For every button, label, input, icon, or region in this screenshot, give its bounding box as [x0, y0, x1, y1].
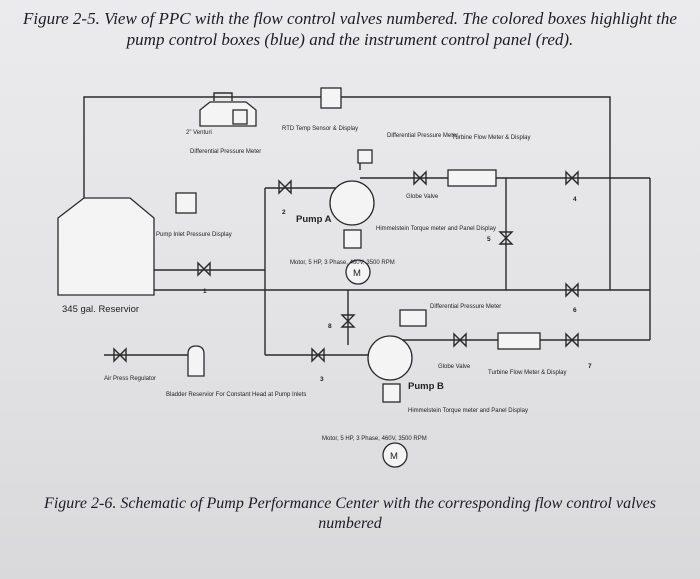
- pump-b-casing: [367, 335, 413, 381]
- venturi-label: 2" Venturi: [186, 130, 212, 136]
- diff-meter-a-label: Differential Pressure Meter: [387, 133, 458, 139]
- turbine-a-box: [447, 169, 497, 187]
- valve-3: [311, 347, 325, 363]
- venturi-display: [232, 109, 248, 125]
- pump-a-casing: [329, 180, 375, 226]
- bladder-label: Bladder Reservior For Constant Head at P…: [166, 392, 306, 398]
- diff-pressure-meter-top-label: Differential Pressure Meter: [190, 149, 261, 155]
- globe-valve-a: [413, 170, 427, 186]
- bladder-reservoir: [187, 345, 205, 377]
- venturi-tap: [213, 92, 233, 101]
- motor-b-symbol: M: [390, 451, 398, 462]
- valve-5: [498, 231, 514, 245]
- himmelstein-b-label: Himmelstein Torque meter and Panel Displ…: [408, 408, 528, 414]
- globe-valve-b-label: Globe Valve: [438, 364, 471, 370]
- reservoir-tank: [57, 197, 155, 296]
- rtd-box: [320, 87, 342, 109]
- valve-1: [197, 261, 211, 277]
- valve-6: [565, 282, 579, 298]
- pipe-network: [57, 96, 651, 356]
- torque-meter-b: [382, 383, 401, 403]
- schematic-labels: 2" Venturi RTD Temp Sensor & Display Dif…: [62, 126, 566, 442]
- pump-a-label: Pump A: [296, 214, 332, 225]
- valve-number-6: 6: [573, 307, 577, 314]
- globe-valve-a-label: Globe Valve: [406, 194, 439, 200]
- rtd-label: RTD Temp Sensor & Display: [282, 126, 358, 132]
- globe-valve-b: [453, 332, 467, 348]
- valve-8: [340, 314, 356, 328]
- valve-number-8: 8: [328, 323, 332, 330]
- valve-number-2: 2: [282, 209, 286, 216]
- pump-inlet-display-box: [175, 192, 197, 214]
- valve-number-3: 3: [320, 376, 324, 383]
- top-instruments: [199, 87, 497, 187]
- motor-a: [345, 259, 371, 285]
- himmelstein-a-label: Himmelstein Torque meter and Panel Displ…: [376, 226, 496, 232]
- motor-b-label: Motor, 5 HP, 3 Phase, 460V, 3500 RPM: [322, 436, 427, 442]
- pump-b: M: [367, 309, 541, 468]
- figure-2-6-caption: Figure 2-6. Schematic of Pump Performanc…: [44, 495, 656, 532]
- turbine-b-box: [497, 332, 541, 350]
- valve-2: [278, 179, 292, 195]
- valve-4: [565, 170, 579, 186]
- valves: [113, 170, 579, 363]
- diff-meter-b-box: [399, 309, 427, 327]
- pump-a-discharge: [359, 150, 650, 179]
- valve-number-4: 4: [573, 196, 577, 203]
- motor-b: [382, 442, 408, 468]
- motor-a-label: Motor, 5 HP, 3 Phase, 460V, 3500 RPM: [290, 260, 395, 266]
- air-press-valve: [113, 347, 127, 363]
- torque-meter-a: [343, 229, 362, 249]
- valve-number-5: 5: [487, 236, 491, 243]
- diff-meter-a-box: [357, 149, 373, 164]
- reservoir-label: 345 gal. Reservior: [62, 304, 139, 315]
- pump-a: M: [329, 180, 375, 285]
- turbine-a-label: Turbine Flow Meter & Display: [452, 135, 530, 141]
- valve-number-7: 7: [588, 363, 592, 370]
- figure-2-5-caption: Figure 2-5. View of PPC with the flow co…: [23, 9, 677, 49]
- top-return-pipe: [83, 96, 611, 290]
- valve-number-1: 1: [203, 288, 207, 295]
- pump-inlet-label: Pump Inlet Pressure Display: [156, 232, 232, 238]
- valve-number-labels: 1 2 3 4 5 6 7 8: [203, 196, 592, 383]
- air-press-label: Air Press Regulator: [104, 376, 156, 382]
- motor-a-symbol: M: [353, 268, 361, 279]
- diff-meter-b-label: Differential Pressure Meter: [430, 304, 501, 310]
- valve-7: [565, 332, 579, 348]
- pump-b-label: Pump B: [408, 381, 444, 392]
- turbine-b-label: Turbine Flow Meter & Display: [488, 370, 566, 376]
